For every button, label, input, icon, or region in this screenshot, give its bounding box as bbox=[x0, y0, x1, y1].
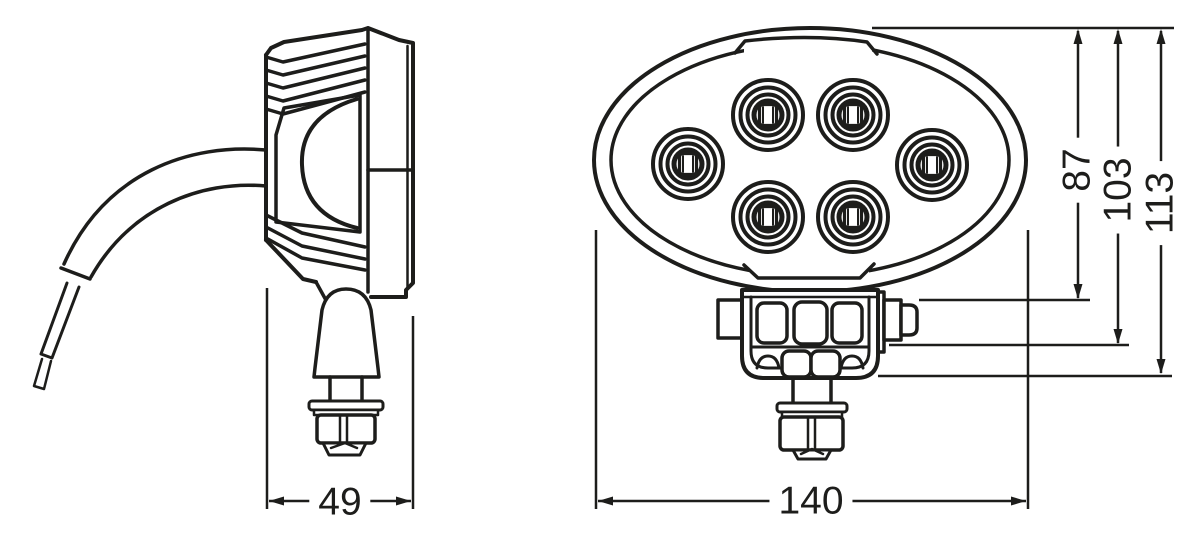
dimension-label-height-87: 87 bbox=[1056, 137, 1099, 203]
bracket-left-lug bbox=[716, 298, 745, 340]
side-view bbox=[32, 26, 415, 457]
led bbox=[653, 129, 723, 199]
front-view bbox=[592, 26, 1028, 461]
led bbox=[897, 130, 967, 200]
side-body-outline bbox=[264, 26, 415, 299]
dimension-label-side-width: 49 bbox=[309, 482, 371, 522]
dimension-lines bbox=[265, 26, 1174, 509]
power-cable bbox=[32, 147, 268, 391]
bottom-tab bbox=[742, 262, 876, 280]
mounting-bracket bbox=[740, 288, 880, 380]
front-mount-bolt bbox=[775, 376, 849, 461]
dimension-label-height-103: 103 bbox=[1097, 146, 1140, 234]
led bbox=[733, 80, 803, 150]
reflector-block bbox=[274, 93, 362, 234]
dimension-label-front-width: 140 bbox=[769, 481, 853, 521]
ext-lines-front-width bbox=[594, 230, 1030, 509]
top-tab bbox=[733, 35, 879, 56]
housing-inner-oval bbox=[609, 42, 1011, 278]
led bbox=[733, 182, 803, 252]
bracket-right-connector bbox=[870, 290, 919, 354]
heatsink-fins-bottom bbox=[264, 213, 367, 272]
reflector-curve bbox=[299, 97, 359, 230]
ext-lines-side-width bbox=[265, 288, 415, 509]
side-mount-bolt bbox=[307, 287, 385, 457]
dimension-label-height-113: 113 bbox=[1139, 160, 1182, 246]
led bbox=[818, 80, 888, 150]
dimension-arrowheads bbox=[269, 29, 1166, 506]
led bbox=[818, 182, 888, 252]
